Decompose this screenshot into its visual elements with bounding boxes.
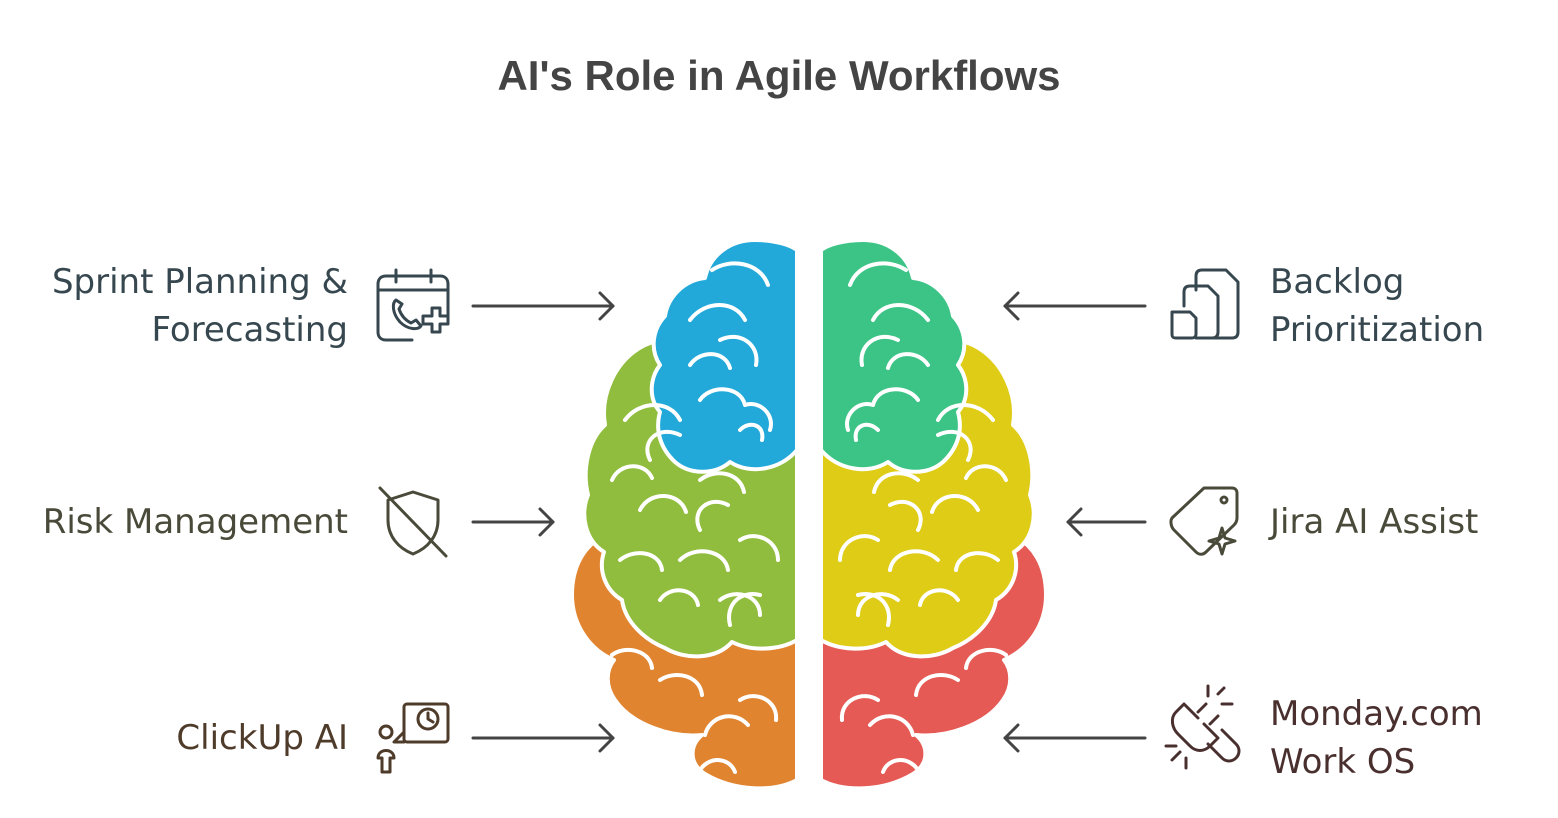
label-clickup-line1: ClickUp AI: [176, 718, 348, 758]
label-monday: Monday.com Work OS: [1270, 690, 1550, 786]
plug-disconnect-icon: [1164, 684, 1241, 770]
brain-left-hemisphere: [570, 238, 799, 791]
label-sprint-line2: Forecasting: [151, 310, 348, 350]
tag-sparkle-icon: [1169, 486, 1239, 556]
arrow-jira: [1066, 507, 1147, 537]
arrow-monday: [1003, 723, 1147, 753]
label-jira: Jira AI Assist: [1270, 498, 1550, 546]
arrow-risk: [471, 507, 555, 537]
arrow-sprint: [471, 291, 615, 321]
arrow-clickup: [471, 723, 615, 753]
shield-off-icon: [378, 486, 448, 558]
label-backlog-line1: Backlog: [1270, 262, 1405, 302]
label-monday-line2: Work OS: [1270, 742, 1416, 782]
label-jira-line1: Jira AI Assist: [1270, 502, 1479, 542]
label-risk-line1: Risk Management: [42, 502, 348, 542]
label-sprint-planning: Sprint Planning & Forecasting: [20, 258, 348, 354]
label-monday-line1: Monday.com: [1270, 694, 1483, 734]
label-clickup-ai: ClickUp AI: [20, 714, 348, 762]
label-backlog-line2: Prioritization: [1270, 310, 1485, 350]
label-risk-management: Risk Management: [20, 498, 348, 546]
label-backlog: Backlog Prioritization: [1270, 258, 1550, 354]
brain-lobe-blue: [649, 238, 799, 474]
diagram-title: AI's Role in Agile Workflows: [497, 52, 1061, 99]
arrow-backlog: [1003, 291, 1147, 321]
brain-lobe-teal: [819, 238, 969, 474]
brain-right-hemisphere: [819, 238, 1048, 791]
calendar-phone-plus-icon: [376, 268, 450, 342]
label-sprint-line1: Sprint Planning &: [51, 262, 348, 302]
stacked-files-icon: [1170, 268, 1240, 340]
arrows: [471, 291, 1147, 753]
person-chat-clock-icon: [376, 702, 450, 774]
